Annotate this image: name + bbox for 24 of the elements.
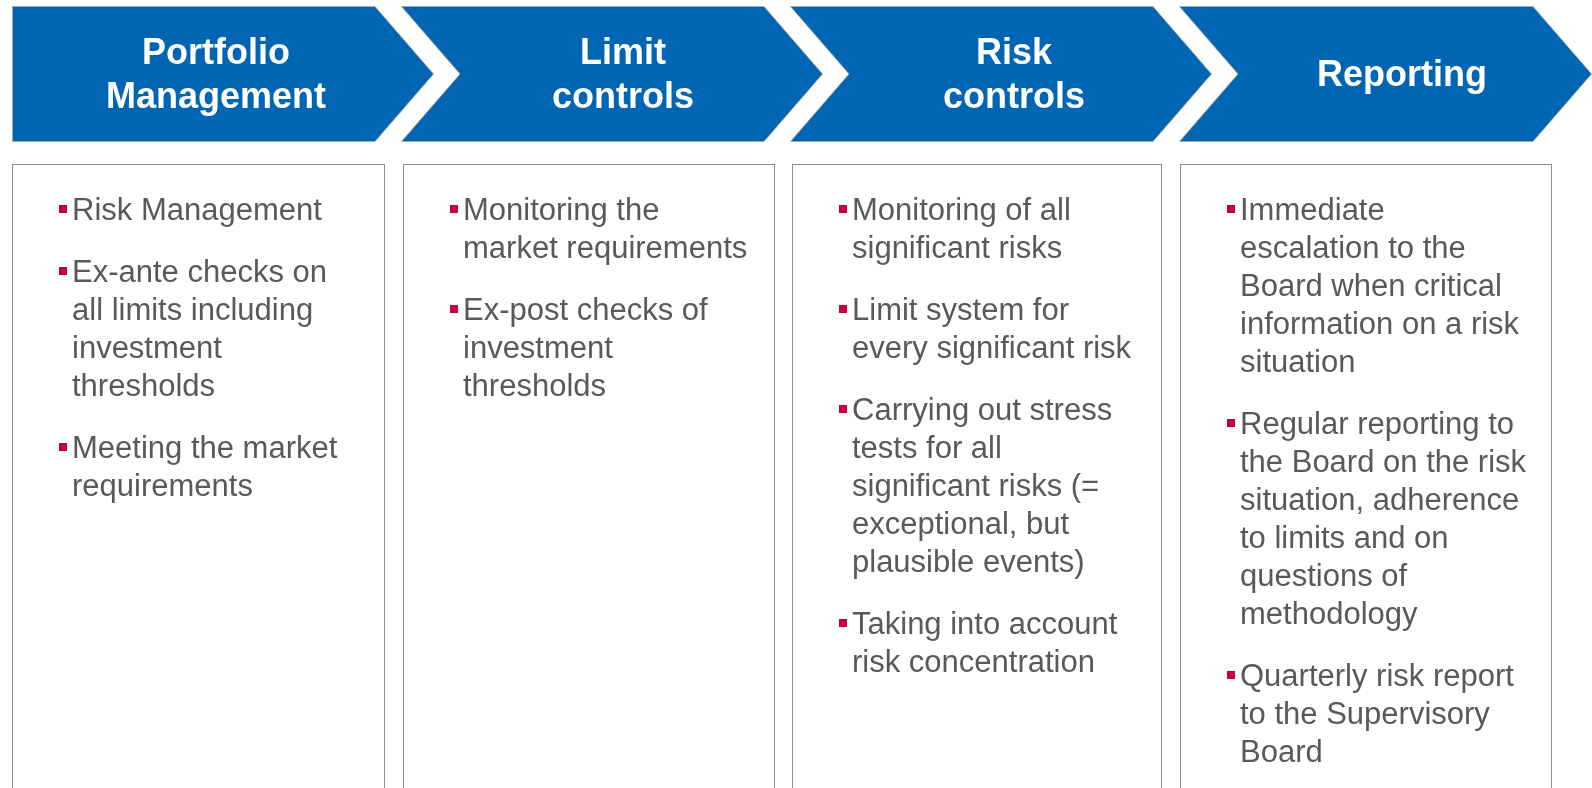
- bullet-item: Immediate escalation to the Board when critical information on a risk situation: [1227, 191, 1530, 381]
- content-panel: [403, 164, 775, 788]
- bullet-item: Risk Management: [59, 191, 362, 229]
- step-heading: Limit controls: [551, 30, 695, 118]
- step-heading: Portfolio Management: [104, 30, 327, 118]
- step-heading: Risk controls: [942, 30, 1086, 118]
- step-heading: Reporting: [1317, 52, 1487, 96]
- bullet-item: Ex-post checks of investment thresholds: [450, 291, 753, 405]
- bullet-item: Monitoring of all significant risks: [839, 191, 1142, 267]
- stage-header: [1179, 6, 1592, 142]
- content-panel: [1180, 164, 1552, 788]
- bullet-item: Monitoring the market requirements: [450, 191, 753, 267]
- bullet-item: Meeting the market requirements: [59, 429, 362, 505]
- bullet-item: Limit system for every significant risk: [839, 291, 1142, 367]
- bullet-item: Quarterly risk report to the Supervisory Board: [1227, 657, 1530, 771]
- stage-header: [12, 6, 434, 142]
- bullet-item: Ex-ante checks on all limits including investment thresholds: [59, 253, 362, 405]
- stage-header: [790, 6, 1212, 142]
- content-panel: [12, 164, 385, 788]
- content-panel: [792, 164, 1162, 788]
- stage-header: [401, 6, 823, 142]
- bullet-item: Taking into account risk concentration: [839, 605, 1142, 681]
- bullet-item: Regular reporting to the Board on the risk situation, adherence to limits and on questions of methodology: [1227, 405, 1530, 633]
- bullet-item: Carrying out stress tests for all significant risks (= exceptional, but plausible events): [839, 391, 1142, 581]
